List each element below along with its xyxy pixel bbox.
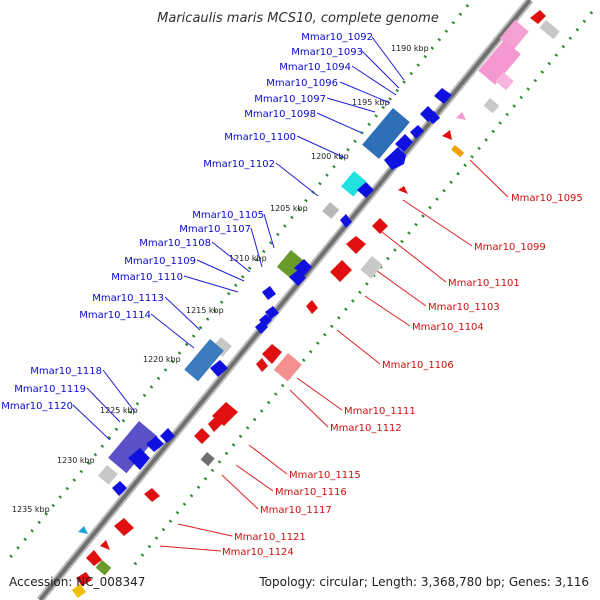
gene-label-reverse[interactable]: Mmar10_1101 (448, 278, 520, 289)
gene-label-forward[interactable]: Mmar10_1105 (192, 210, 264, 221)
gene-label-forward[interactable]: Mmar10_1118 (30, 366, 102, 377)
reverse-connectors (159, 159, 509, 552)
gene-label-forward[interactable]: Mmar10_1098 (244, 109, 316, 120)
tick-label: 1215 kbp (186, 306, 224, 315)
reverse-labels: Mmar10_1095 Mmar10_1099 Mmar10_1101 Mmar… (222, 193, 583, 558)
tick-label: 1200 kbp (311, 152, 349, 161)
forward-labels: Mmar10_1092 Mmar10_1093 Mmar10_1094 Mmar… (1, 32, 373, 412)
gene-label-forward[interactable]: Mmar10_1094 (279, 62, 351, 73)
gene-label-reverse[interactable]: Mmar10_1111 (344, 406, 416, 417)
gene-label-forward[interactable]: Mmar10_1092 (301, 32, 373, 43)
forward-connectors (72, 36, 405, 441)
topology-text: Topology: circular; Length: 3,368,780 bp… (258, 575, 589, 589)
map-title: Maricaulis maris MCS10, complete genome (157, 11, 439, 26)
gene-label-forward[interactable]: Mmar10_1108 (139, 238, 211, 249)
gene-label-reverse[interactable]: Mmar10_1117 (260, 505, 332, 516)
scale-ticks: 1190 kbp 1195 kbp 1200 kbp 1205 kbp 1210… (12, 44, 429, 514)
tick-label: 1205 kbp (270, 204, 308, 213)
gene-label-reverse[interactable]: Mmar10_1106 (382, 360, 454, 371)
gene-label-forward[interactable]: Mmar10_1109 (124, 256, 196, 267)
gene-label-forward[interactable]: Mmar10_1102 (203, 159, 275, 170)
gene-label-reverse[interactable]: Mmar10_1099 (474, 242, 546, 253)
gene-label-forward[interactable]: Mmar10_1113 (92, 293, 164, 304)
gene-label-reverse[interactable]: Mmar10_1115 (289, 470, 361, 481)
gene-label-forward[interactable]: Mmar10_1097 (254, 94, 326, 105)
gene-label-reverse[interactable]: Mmar10_1112 (330, 423, 402, 434)
tick-label: 1225 kbp (100, 406, 138, 415)
gene-label-forward[interactable]: Mmar10_1107 (179, 224, 251, 235)
tick-label: 1195 kbp (352, 98, 390, 107)
gene-label-reverse[interactable]: Mmar10_1104 (412, 322, 484, 333)
gene-label-reverse[interactable]: Mmar10_1116 (275, 487, 347, 498)
genome-backbone (38, 0, 532, 600)
tick-label: 1230 kbp (57, 456, 95, 465)
tick-label: 1210 kbp (229, 254, 267, 263)
reverse-genes (72, 10, 560, 598)
gene-label-forward[interactable]: Mmar10_1096 (266, 78, 338, 89)
gc-track-outer (6, 4, 470, 561)
gene-label-reverse[interactable]: Mmar10_1095 (511, 193, 583, 204)
accession-text: Accession: NC_008347 (9, 575, 145, 589)
gene-label-reverse[interactable]: Mmar10_1121 (234, 532, 306, 543)
tick-label: 1235 kbp (12, 505, 50, 514)
tick-label: 1190 kbp (391, 44, 429, 53)
gene-label-forward[interactable]: Mmar10_1093 (291, 47, 363, 58)
gene-label-forward[interactable]: Mmar10_1114 (79, 310, 151, 321)
gene-label-forward[interactable]: Mmar10_1100 (224, 132, 296, 143)
gene-label-reverse[interactable]: Mmar10_1124 (222, 547, 294, 558)
forward-genes (78, 88, 452, 534)
gene-label-reverse[interactable]: Mmar10_1103 (428, 302, 500, 313)
gene-label-forward[interactable]: Mmar10_1110 (111, 272, 183, 283)
gc-track-inner (128, 11, 594, 571)
tick-label: 1220 kbp (143, 355, 181, 364)
gene-label-forward[interactable]: Mmar10_1119 (14, 384, 86, 395)
gene-label-forward[interactable]: Mmar10_1120 (1, 401, 73, 412)
